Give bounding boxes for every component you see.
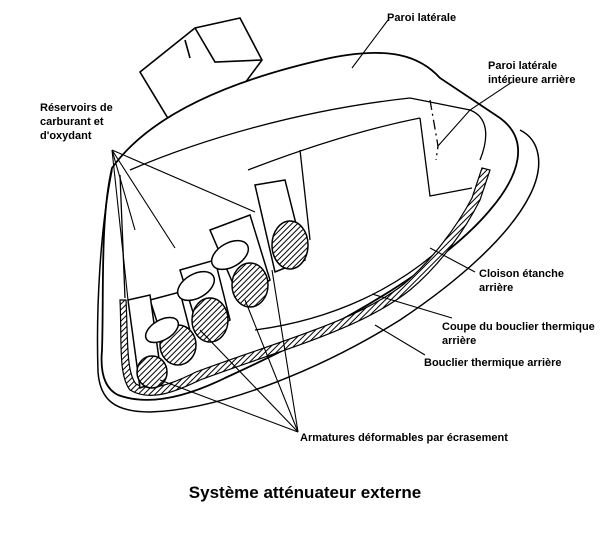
label-heat-shield-section: Coupe du bouclier thermique arrière [442, 320, 595, 348]
label-side-wall: Paroi latérale [387, 11, 456, 25]
label-heat-shield-section-line1: Coupe du bouclier thermique [442, 321, 595, 333]
label-inner-rear-wall-line2: intérieure arrière [488, 74, 576, 86]
label-inner-rear-wall-line1: Paroi latérale [488, 60, 558, 72]
label-rear-heat-shield-text: Bouclier thermique arrière [424, 357, 562, 369]
label-inner-rear-wall: Paroi latérale intérieure arrière [488, 59, 575, 87]
leader-lines [111, 19, 513, 433]
label-rear-heat-shield: Bouclier thermique arrière [424, 356, 562, 370]
label-bulkhead-line2: arrière [479, 282, 514, 294]
label-crushable-struts: Armatures déformables par écrasement [300, 431, 508, 445]
label-heat-shield-section-line2: arrière [442, 335, 477, 347]
label-side-wall-text: Paroi latérale [387, 12, 457, 24]
label-tanks: Réservoirs de carburant et d'oxydant [40, 101, 113, 143]
label-tanks-line1: Réservoirs de [40, 102, 113, 114]
label-bulkhead: Cloison étanche arrière [479, 267, 564, 295]
label-bulkhead-line1: Cloison étanche [479, 268, 564, 280]
bulkhead-hatched [119, 167, 491, 397]
tank-assembly [127, 179, 309, 390]
label-tanks-line3: d'oxydant [40, 130, 92, 142]
label-crushable-struts-text: Armatures déformables par écrasement [300, 432, 508, 444]
label-tanks-line2: carburant et [40, 116, 104, 128]
diagram-caption: Système atténuateur externe [188, 483, 422, 502]
